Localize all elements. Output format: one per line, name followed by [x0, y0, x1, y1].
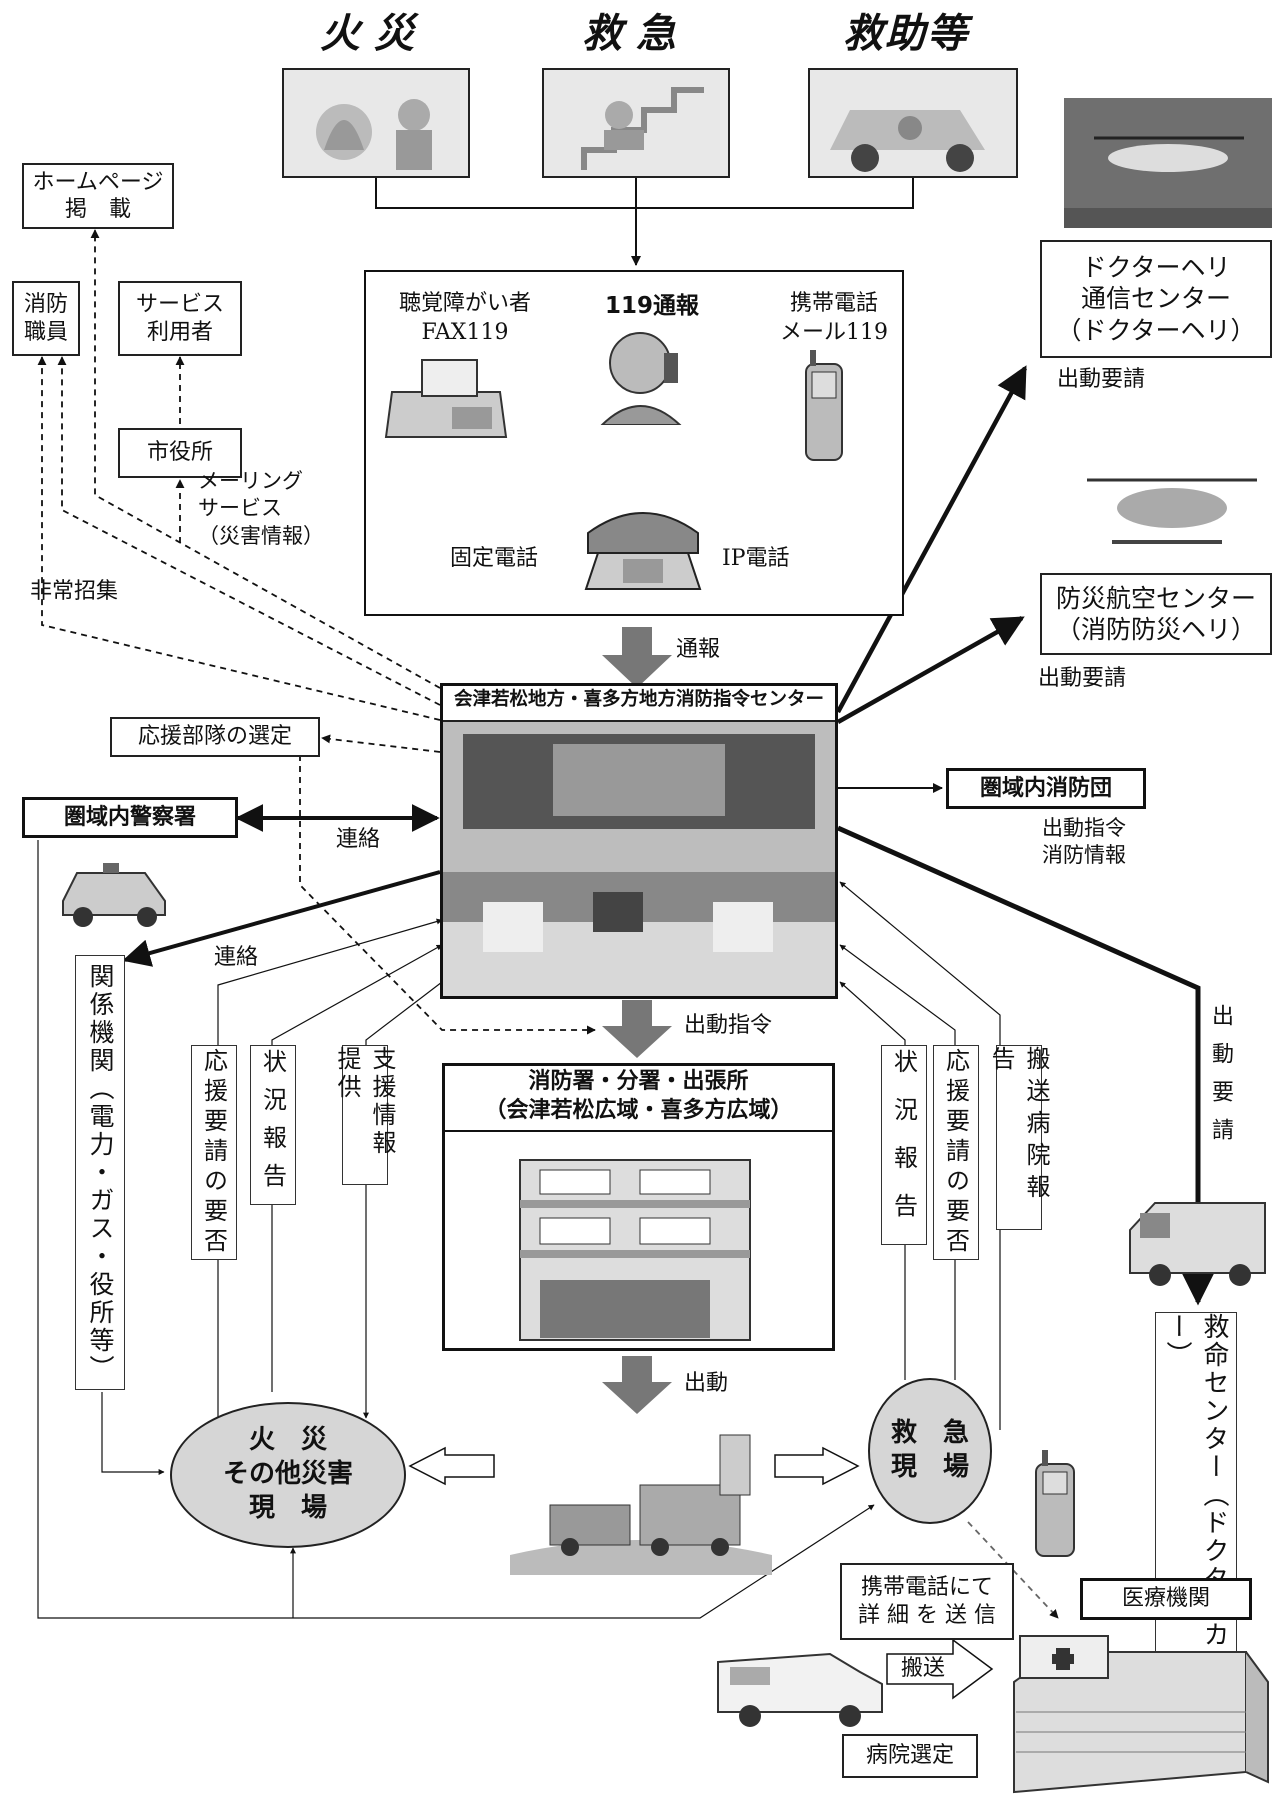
fire-station-title: 消防署・分署・出張所 （会津若松広域・喜多方広域） — [484, 1069, 793, 1123]
fire-corps-box: 圏域内消防団 — [946, 768, 1146, 809]
police-car-icon — [55, 843, 173, 928]
dispatch-request-label-2: 出動要請 — [1038, 666, 1127, 691]
lifesaving-center-box: 救命センター（ドクターカー） — [1155, 1312, 1237, 1684]
caller-person-icon — [572, 325, 710, 425]
doctor-heli-center-box: ドクターヘリ 通信センター （ドクターヘリ） — [1040, 240, 1272, 358]
rescue-category-title: 救助等 — [843, 10, 969, 57]
dispatch-request-vertical-label: 出動要請 — [1208, 1004, 1233, 1156]
service-users-box: サービス 利用者 — [118, 281, 242, 356]
landline-label: 固定電話 — [450, 546, 539, 571]
report-label: 通報 — [676, 637, 721, 662]
dispatch-label: 出動 — [684, 1371, 729, 1396]
hospital-selection-box: 病院選定 — [842, 1734, 978, 1778]
mobile-phone-bottom-icon — [1030, 1450, 1080, 1558]
mobile-send-details-box: 携帯電話にて 詳 細 を 送 信 — [840, 1563, 1014, 1640]
ems-scene-ellipse: 救 急 現 場 — [868, 1378, 992, 1524]
medical-institution-box: 医療機関 — [1080, 1578, 1252, 1620]
emergency-call-label: 非常招集 — [30, 579, 119, 604]
fire-staff-box: 消防 職員 — [12, 281, 80, 356]
command-center-photo — [443, 720, 835, 996]
doctor-heli-photo — [1064, 98, 1272, 228]
station-title-divider — [442, 1130, 835, 1132]
emergency-illustration-art — [581, 87, 704, 170]
fire-station-building-icon — [500, 1140, 770, 1345]
homepage-box: ホームページ 掲 載 — [22, 163, 174, 229]
helicopter-art-2 — [1087, 478, 1257, 544]
doctor-car-ambulance-icon — [1120, 1185, 1275, 1290]
mobile-phone-icon — [800, 350, 848, 462]
status-report-label-left: 状況報告 — [250, 1045, 296, 1205]
city-hall-box: 市役所 — [118, 428, 242, 478]
support-info-label: 支援情報提供 — [333, 1045, 396, 1185]
police-station-box: 圏域内警察署 — [22, 797, 238, 838]
ip-phone-label: IP電話 — [722, 546, 790, 571]
support-request-label-right: 応援要請の要否 — [933, 1045, 979, 1260]
aviation-center-box: 防災航空センター （消防防災ヘリ） — [1040, 573, 1272, 655]
mailing-service-label: メーリング サービス （災害情報） — [198, 469, 324, 548]
hospital-report-label: 搬送病院報告 — [987, 1045, 1050, 1230]
fax-machine-icon — [382, 352, 510, 442]
fire-scene-illustration — [282, 68, 470, 178]
dispatch-order-label: 出動指令 — [684, 1013, 773, 1038]
mobile-mail-label: 携帯電話 メール119 — [780, 291, 888, 345]
contact-label-2: 連絡 — [214, 945, 259, 970]
command-center-title: 会津若松地方・喜多方地方消防指令センター — [453, 689, 824, 710]
fire-scene-ellipse: 火 災 その他災害 現 場 — [170, 1402, 406, 1548]
transport-label-box: 搬送 — [900, 1656, 945, 1682]
related-orgs-box: 関係機関（電力・ガス・役所等） — [75, 955, 125, 1390]
emergency-category-title: 救急 — [582, 10, 690, 57]
status-report-label-right: 状況報告 — [881, 1045, 927, 1245]
fire-illustration-art — [316, 99, 432, 170]
hearing-impaired-fax-label: 聴覚障がい者 FAX119 — [398, 291, 531, 345]
contact-label-1: 連絡 — [336, 827, 381, 852]
helicopter-art — [1064, 136, 1272, 228]
support-unit-selection-box: 応援部隊の選定 — [110, 717, 320, 757]
aviation-heli-photo — [1072, 440, 1262, 560]
rescue-scene-illustration — [808, 68, 1018, 178]
ambulance-icon — [710, 1632, 890, 1732]
control-room-art — [443, 734, 835, 996]
call-119-title: 119通報 — [605, 293, 700, 319]
car-illustration-art — [830, 110, 985, 172]
landline-phone-icon — [578, 493, 708, 593]
fire-category-title: 火災 — [320, 10, 428, 57]
dispatch-request-label-1: 出動要請 — [1057, 367, 1146, 392]
hospital-building-icon — [1006, 1622, 1274, 1809]
support-request-label-left: 応援要請の要否 — [191, 1045, 237, 1260]
fire-corps-note: 出動指令 消防情報 — [1042, 816, 1126, 868]
emergency-scene-illustration — [542, 68, 730, 178]
fire-trucks-illustration — [510, 1415, 772, 1575]
